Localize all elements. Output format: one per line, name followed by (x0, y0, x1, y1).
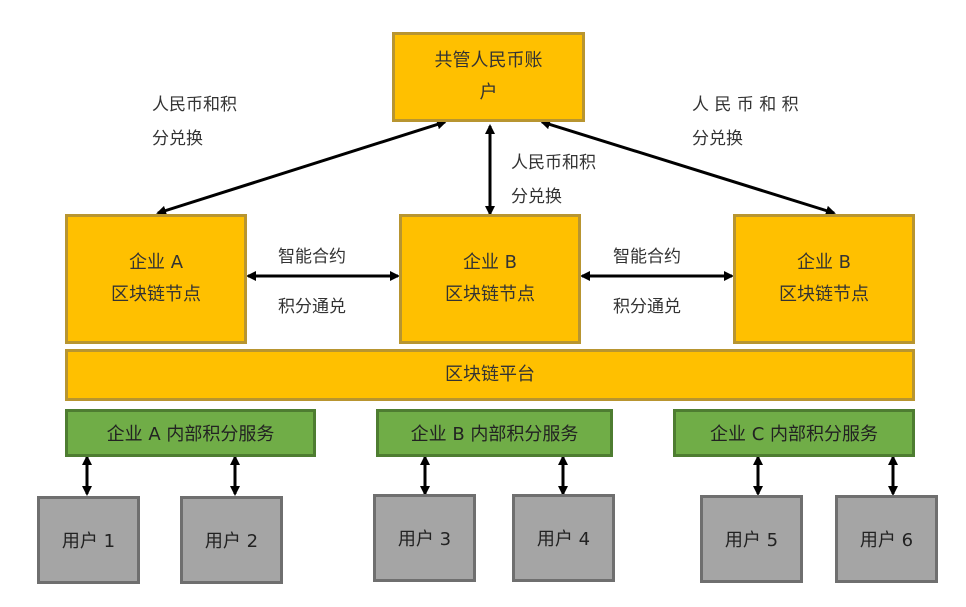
service-b-label: 企业 B 内部积分服务 (410, 424, 579, 445)
node-c-desc: 区块链节点 (779, 284, 869, 305)
node-b-desc: 区块链节点 (445, 284, 535, 305)
shared-rmb-account-box: 共管人民币账 户 (392, 32, 585, 122)
contract-label-left: 智能合约 积分通兑 (278, 247, 346, 317)
service-box-enterprise-a: 企业 A 内部积分服务 (65, 409, 316, 457)
exchange-label-left: 人民币和积 分兑换 (152, 95, 237, 149)
node-box-enterprise-a: 企业 A 区块链节点 (65, 214, 247, 344)
node-a-name: 企业 A (128, 252, 184, 273)
user-6-label: 用户 6 (859, 530, 914, 551)
platform-label: 区块链平台 (445, 364, 535, 385)
user-box-4: 用户 4 (512, 494, 615, 582)
service-c-label: 企业 C 内部积分服务 (709, 424, 878, 445)
arrow-account-node-a (156, 119, 447, 216)
user-2-label: 用户 2 (204, 531, 259, 552)
node-box-enterprise-b: 企业 B 区块链节点 (399, 214, 581, 344)
service-a-label: 企业 A 内部积分服务 (106, 424, 275, 445)
user-3-label: 用户 3 (397, 529, 452, 550)
exchange-label-center: 人民币和积 分兑换 (511, 153, 596, 207)
node-box-enterprise-c: 企业 B 区块链节点 (733, 214, 915, 344)
blockchain-platform-bar: 区块链平台 (65, 349, 915, 401)
node-b-name: 企业 B (462, 252, 518, 273)
service-box-enterprise-b: 企业 B 内部积分服务 (376, 409, 613, 457)
account-line1: 共管人民币账 (434, 50, 543, 71)
user-4-label: 用户 4 (536, 529, 591, 550)
node-a-desc: 区块链节点 (111, 284, 201, 305)
user-box-2: 用户 2 (180, 496, 283, 584)
node-c-name: 企业 B (796, 252, 852, 273)
user-box-6: 用户 6 (835, 495, 938, 583)
user-5-label: 用户 5 (724, 530, 779, 551)
contract-label-right: 智能合约 积分通兑 (613, 247, 681, 317)
exchange-label-right: 人 民 币 和 积 分兑换 (692, 95, 799, 149)
arrow-account-node-c (540, 119, 836, 216)
user-box-5: 用户 5 (700, 495, 803, 583)
account-line2: 户 (479, 82, 498, 103)
service-box-enterprise-c: 企业 C 内部积分服务 (673, 409, 915, 457)
user-1-label: 用户 1 (61, 531, 116, 552)
user-box-3: 用户 3 (373, 494, 476, 582)
user-box-1: 用户 1 (37, 496, 140, 584)
